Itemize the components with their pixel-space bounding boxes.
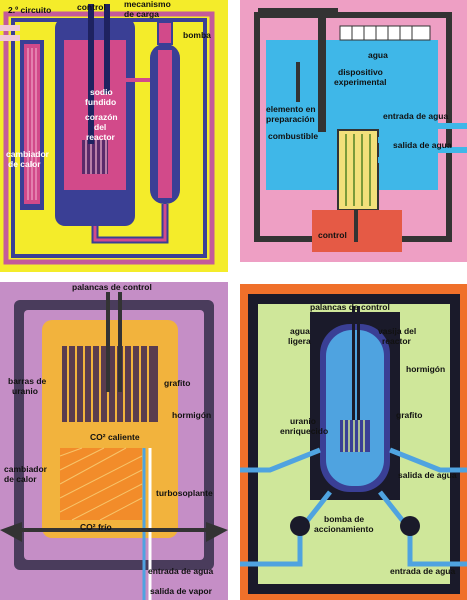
pool-element-rod xyxy=(296,62,300,102)
graphite-blower-left xyxy=(0,522,22,542)
sodium-label-pump: bomba xyxy=(183,30,211,40)
pwr-label-vessel-2: reactor xyxy=(382,336,412,346)
pool-label-element-1: elemento en xyxy=(266,104,316,114)
pool-label-water-out: salida de agua xyxy=(393,140,452,150)
panel-graphite-reactor: palancas de control barras de uranio gra… xyxy=(0,282,228,600)
panel-pwr-reactor: palancas de control agua ligera vasija d… xyxy=(240,284,467,600)
pwr-label-vessel-1: vasija del xyxy=(378,326,416,336)
sodium-label-sodium-2: fundido xyxy=(85,97,116,107)
pool-bridge xyxy=(339,25,431,41)
pwr-label-water-2: ligera xyxy=(288,336,311,346)
sodium-charge-rod xyxy=(104,4,110,94)
pwr-label-water-1: agua xyxy=(290,326,310,336)
sodium-label-exchanger-1: cambiador xyxy=(6,149,50,159)
graphite-blower-right xyxy=(206,522,228,542)
graphite-label-water-in: entrada de agua xyxy=(148,566,213,576)
sodium-control-rod xyxy=(88,4,94,144)
pwr-pipe-left-out xyxy=(240,447,321,473)
pool-label-fuel: combustible xyxy=(268,131,318,141)
pwr-label-enriched-2: enriquecido xyxy=(280,426,328,436)
pool-label-control: control xyxy=(318,230,347,240)
pool-label-water: agua xyxy=(368,50,388,60)
pool-experimental-device xyxy=(318,12,326,132)
pwr-label-pump-2: accionamiento xyxy=(314,524,374,534)
pwr-core xyxy=(340,420,370,452)
graphite-label-cold-co2: CO² frío xyxy=(80,522,112,532)
panel-pool-reactor: agua dispositivo experimental elemento e… xyxy=(240,0,467,262)
pwr-label-water-in: entrada de agua xyxy=(390,566,455,576)
pool-water-out-pipe xyxy=(378,147,467,163)
graphite-label-hot-co2: CO² caliente xyxy=(90,432,140,442)
pool-label-element-2: preparación xyxy=(266,114,315,124)
pool-label-experimental-1: dispositivo xyxy=(338,67,383,77)
pool-label-experimental-2: experimental xyxy=(334,77,386,87)
sodium-pump xyxy=(157,21,173,45)
graphite-label-exchanger-2: de calor xyxy=(4,474,37,484)
graphite-label-control-rods: palancas de control xyxy=(72,282,152,292)
panel-sodium-reactor: 2.º circuito control mecanismo de carga … xyxy=(0,0,228,272)
pool-label-water-in: entrada de agua xyxy=(383,111,448,121)
pwr-pipe-right-out xyxy=(389,447,467,473)
sodium-label-sodium-1: sodio xyxy=(90,87,113,97)
pwr-label-control-rods: palancas de control xyxy=(310,302,390,312)
sodium-label-control: control xyxy=(77,2,106,12)
pwr-label-concrete: hormigón xyxy=(406,364,445,374)
sodium-pump-fluid xyxy=(158,50,172,198)
sodium-label-core-2: del xyxy=(94,122,106,132)
graphite-label-exchanger-1: cambiador xyxy=(4,464,48,474)
pool-core xyxy=(337,129,379,211)
pwr-pump-left xyxy=(290,516,310,536)
sodium-label-core-1: corazón xyxy=(85,112,118,122)
sodium-label-mechanism-2: de carga xyxy=(124,9,159,19)
graphite-control-rod-1 xyxy=(106,292,110,392)
sodium-2nd-circuit-pipe xyxy=(0,25,20,31)
sodium-label-mechanism-1: mecanismo xyxy=(124,0,171,9)
pwr-pipe-right-in xyxy=(378,490,467,567)
graphite-control-rod-2 xyxy=(118,292,122,392)
pwr-control-rod xyxy=(352,306,355,420)
sodium-label-exchanger-2: de calor xyxy=(8,159,41,169)
graphite-label-steam-out: salida de vapor xyxy=(150,586,213,596)
pwr-label-enriched-1: uranio xyxy=(290,416,316,426)
sodium-label-core-3: reactor xyxy=(86,132,116,142)
pwr-label-graphite: grafito xyxy=(396,410,422,420)
graphite-exchanger xyxy=(60,448,142,520)
pool-water-in-pipe xyxy=(378,123,467,143)
graphite-label-uranium-2: uranio xyxy=(12,386,38,396)
graphite-label-uranium-1: barras de xyxy=(8,376,47,386)
pwr-label-pump-1: bomba de xyxy=(324,514,364,524)
pwr-pump-right xyxy=(400,516,420,536)
sodium-label-second-circuit: 2.º circuito xyxy=(8,5,51,15)
graphite-label-turboblower: turbosoplante xyxy=(156,488,213,498)
pwr-label-water-out: salida de agua xyxy=(398,470,457,480)
graphite-label-graphite: grafito xyxy=(164,378,190,388)
graphite-label-concrete: hormigón xyxy=(172,410,211,420)
pwr-pipe-left-in xyxy=(240,490,332,567)
